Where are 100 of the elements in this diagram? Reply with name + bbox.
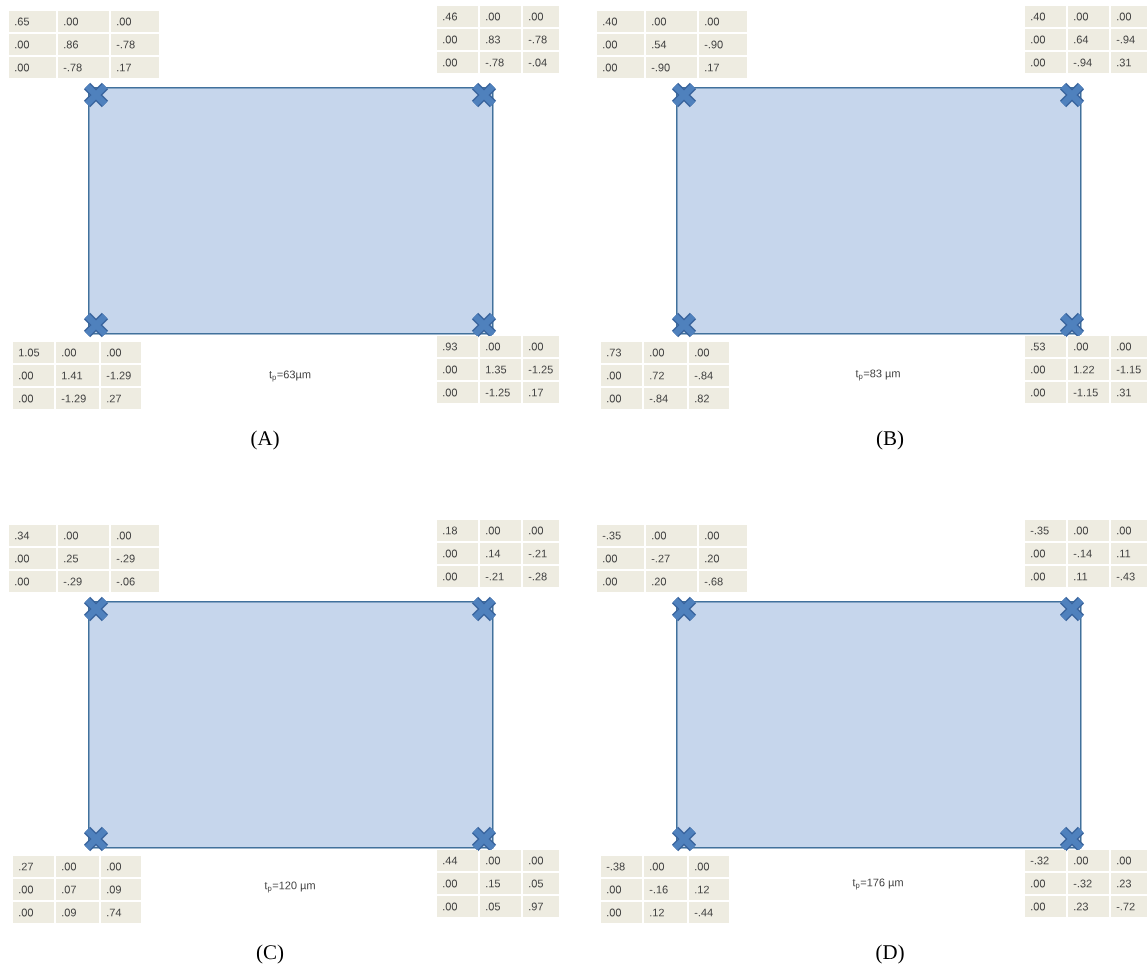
table-cell: .00 [1025, 52, 1066, 73]
table-cell: .00 [480, 520, 521, 541]
table-cell: .00 [523, 6, 559, 27]
table-cell: .20 [646, 571, 697, 592]
table-cell: .82 [689, 388, 729, 409]
table-cell: .00 [1025, 543, 1066, 564]
table-cell: -.16 [644, 879, 687, 900]
panel-label: (A) [251, 430, 279, 450]
panel-label: (D) [876, 944, 904, 964]
table-cell: .00 [13, 388, 54, 409]
table-cell: -.44 [689, 902, 729, 923]
table-cell: .15 [480, 873, 521, 894]
table-cell: .31 [1111, 52, 1147, 73]
table-cell: .00 [480, 6, 521, 27]
table-cell: .00 [699, 11, 747, 32]
table-cell: .09 [101, 879, 141, 900]
table-cell: .00 [13, 365, 54, 386]
table-cell: .00 [437, 896, 478, 917]
plate-rectangle [88, 87, 494, 335]
table-cell: .25 [58, 548, 109, 569]
table-cell: -1.25 [480, 382, 521, 403]
table-cell: .00 [56, 342, 99, 363]
table-cell: -.06 [111, 571, 159, 592]
table-cell: -.38 [601, 856, 642, 877]
table-cell: -.90 [646, 57, 697, 78]
table-cell: .00 [523, 336, 559, 357]
table-cell: .40 [597, 11, 644, 32]
panel-label: (B) [876, 430, 904, 450]
table-cell: -1.29 [101, 365, 141, 386]
table-cell: -.68 [699, 571, 747, 592]
table-cell: .00 [597, 34, 644, 55]
table-cell: .00 [689, 856, 729, 877]
thickness-label: t$_{p}$=83 µm [855, 369, 900, 381]
table-cell: .00 [1025, 359, 1066, 380]
thickness-label: t$_{p}$=176 µm [852, 878, 903, 890]
table-cell: .54 [646, 34, 697, 55]
table-cell: .17 [699, 57, 747, 78]
table-cell: .00 [601, 879, 642, 900]
table-cell: .00 [644, 342, 687, 363]
table-cell: .00 [480, 850, 521, 871]
table-cell: .00 [13, 879, 54, 900]
table-cell: .00 [699, 525, 747, 546]
table-cell: .00 [689, 342, 729, 363]
table-cell: .00 [58, 11, 109, 32]
table-cell: .00 [597, 57, 644, 78]
table-cell: .00 [1068, 520, 1109, 541]
table-cell: .23 [1111, 873, 1147, 894]
table-cell: .00 [101, 856, 141, 877]
table-cell: -.72 [1111, 896, 1147, 917]
table-cell: .40 [1025, 6, 1066, 27]
table-cell: .00 [437, 52, 478, 73]
table-cell: .53 [1025, 336, 1066, 357]
table-cell: 1.05 [13, 342, 54, 363]
table-cell: .18 [437, 520, 478, 541]
table-cell: .00 [1025, 29, 1066, 50]
table-cell: .74 [101, 902, 141, 923]
table-cell: .00 [437, 382, 478, 403]
table-cell: .20 [699, 548, 747, 569]
table-cell: .17 [111, 57, 159, 78]
table-cell: -.21 [523, 543, 559, 564]
table-cell: .11 [1111, 543, 1147, 564]
table-cell: -.78 [480, 52, 521, 73]
table-cell: .00 [646, 525, 697, 546]
thickness-label: t$_{p}$=120 µm [264, 881, 315, 893]
plate-rectangle [676, 601, 1082, 849]
table-cell: .00 [1111, 6, 1147, 27]
table-cell: -1.25 [523, 359, 559, 380]
table-cell: .97 [523, 896, 559, 917]
table-cell: .00 [437, 543, 478, 564]
table-cell: -.29 [58, 571, 109, 592]
table-cell: .11 [1068, 566, 1109, 587]
table-cell: -.21 [480, 566, 521, 587]
table-cell: .00 [1025, 873, 1066, 894]
table-cell: .12 [689, 879, 729, 900]
table-cell: .00 [437, 873, 478, 894]
table-cell: -1.15 [1068, 382, 1109, 403]
table-cell: .73 [601, 342, 642, 363]
thickness-label: t$_{p}$=63µm [269, 370, 311, 382]
table-cell: .00 [644, 856, 687, 877]
table-cell: 1.41 [56, 365, 99, 386]
table-cell: .00 [1068, 6, 1109, 27]
table-cell: .00 [9, 57, 56, 78]
table-cell: -.32 [1068, 873, 1109, 894]
table-cell: .00 [597, 548, 644, 569]
table-cell: .00 [601, 902, 642, 923]
table-cell: .14 [480, 543, 521, 564]
table-cell: -.78 [58, 57, 109, 78]
table-cell: .27 [13, 856, 54, 877]
table-cell: .00 [437, 566, 478, 587]
table-cell: .00 [111, 525, 159, 546]
table-cell: -1.15 [1111, 359, 1147, 380]
table-cell: .00 [437, 29, 478, 50]
table-cell: .46 [437, 6, 478, 27]
table-cell: -.94 [1068, 52, 1109, 73]
table-cell: .00 [1025, 566, 1066, 587]
table-cell: .00 [601, 365, 642, 386]
table-cell: .00 [1025, 382, 1066, 403]
table-cell: .07 [56, 879, 99, 900]
table-cell: .00 [523, 850, 559, 871]
table-cell: .00 [437, 359, 478, 380]
